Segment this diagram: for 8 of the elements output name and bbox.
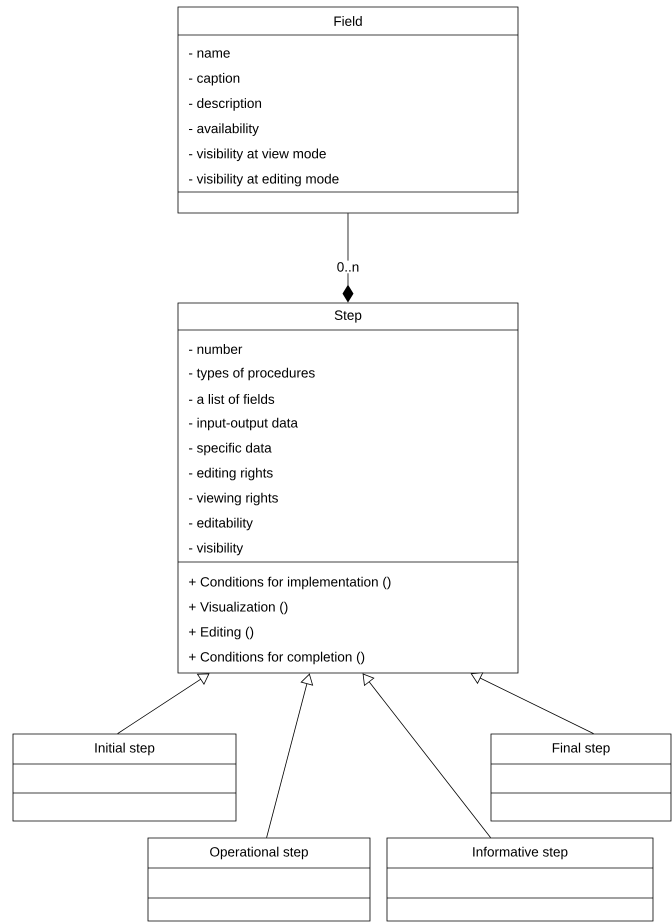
generalization-arrow (470, 672, 594, 734)
class-box: Initial step (12, 734, 236, 822)
class-box: Field - name - caption - description - availability - visibility at view mode - visibility at editing mode (178, 6, 518, 214)
class-box: Final step (490, 734, 672, 822)
class-box: Step - number - types of procedures - a list of fields - input-output data - specific data - editing rights - viewing rights - editability - visibility + Conditions for implementation () + Visualization () + Editing () + Conditions for completion () (178, 302, 518, 674)
class-box: Informative step (386, 838, 654, 922)
edge-label: 0..n (335, 260, 361, 274)
class-box: Operational step (148, 838, 370, 922)
